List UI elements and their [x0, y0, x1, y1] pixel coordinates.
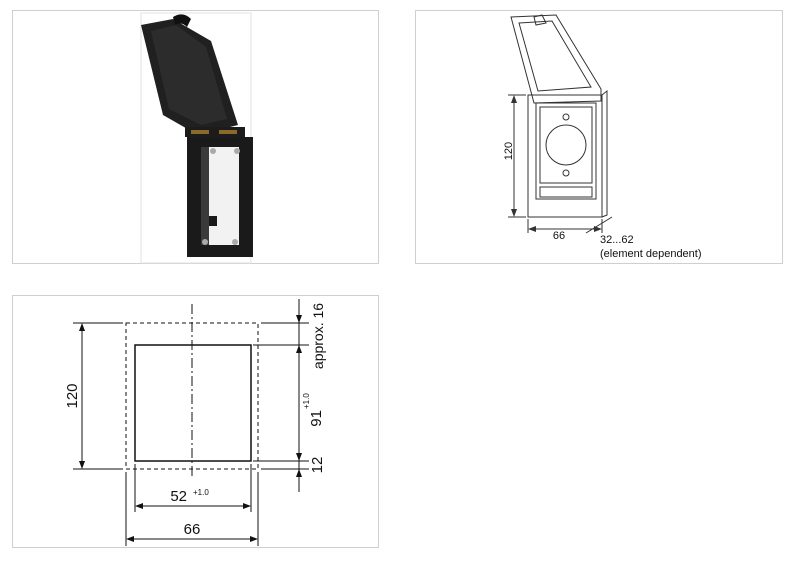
sketch-frame-side: [601, 89, 608, 218]
photo-frame-inner-wall: [201, 147, 209, 245]
cutout-arrow-52-right: [243, 503, 251, 509]
photo-screw-top-right: [234, 148, 240, 154]
photo-hinge: [185, 127, 245, 137]
cutout-inner-width-tolerance: +1.0: [193, 488, 209, 497]
cutout-inner-width-label: 52: [170, 488, 187, 505]
sketch-label-strip: [539, 186, 593, 198]
cutout-arrow-91-top: [296, 345, 302, 353]
photo-clip: [209, 216, 217, 226]
sketch-arrow-top: [511, 95, 517, 103]
dimension-sketch: 120 66 32...62 (element dependent): [503, 14, 702, 260]
cutout-arrow-16-top: [296, 315, 302, 323]
cutout-arrow-66-left: [126, 536, 134, 542]
cutout-arrow-120-bottom: [79, 461, 85, 469]
cutout-arrow-66-right: [250, 536, 258, 542]
product-photo: [140, 12, 253, 264]
photo-screw-bottom-right: [232, 239, 238, 245]
cutout-drawing-panel: 120 approx. 16 91 +1.0 12 52 +1.0 66: [12, 295, 379, 548]
photo-lid-inner: [151, 25, 227, 125]
sketch-depth-label: 32...62: [600, 234, 634, 246]
sketch-arrow-right: [594, 226, 602, 232]
sketch-plate: [535, 102, 597, 200]
photo-hinge-brass-left: [191, 130, 209, 134]
sketch-width-label: 66: [553, 230, 565, 242]
sketch-depth-dim-line: [585, 216, 613, 234]
sketch-screw-bottom: [562, 169, 570, 177]
photo-screw-bottom-left: [202, 239, 208, 245]
cutout-arrow-52-left: [135, 503, 143, 509]
cutout-top-gap-label: approx. 16: [310, 303, 326, 369]
sketch-lid-inner: [518, 20, 592, 92]
sketch-plate-inner: [539, 106, 593, 184]
product-photo-panel: [12, 10, 379, 264]
cutout-inner-height-label: 91: [308, 410, 325, 427]
cutout-outer-height-label: 120: [64, 383, 81, 408]
sketch-latch: [533, 14, 547, 26]
cutout-drawing: 120 approx. 16 91 +1.0 12 52 +1.0 66: [64, 299, 326, 546]
sketch-height-label: 120: [503, 142, 515, 160]
cutout-arrow-120-top: [79, 323, 85, 331]
cutout-bottom-gap-label: 12: [309, 457, 326, 474]
sketch-arrow-bottom: [511, 209, 517, 217]
photo-screw-top-left: [210, 148, 216, 154]
cutout-inner-box: [134, 344, 252, 462]
sketch-socket: [545, 124, 587, 166]
dimension-sketch-panel: 120 66 32...62 (element dependent): [415, 10, 783, 264]
cutout-arrow-91-bottom: [296, 453, 302, 461]
sketch-arrow-left: [528, 226, 536, 232]
sketch-depth-note: (element dependent): [600, 248, 702, 260]
photo-hinge-brass-right: [219, 130, 237, 134]
cutout-inner-height-tolerance: +1.0: [302, 393, 311, 409]
sketch-screw-top: [562, 113, 570, 121]
photo-lid-latch: [173, 14, 191, 27]
cutout-arrow-12-bottom: [296, 469, 302, 477]
cutout-outer-width-label: 66: [184, 521, 201, 538]
